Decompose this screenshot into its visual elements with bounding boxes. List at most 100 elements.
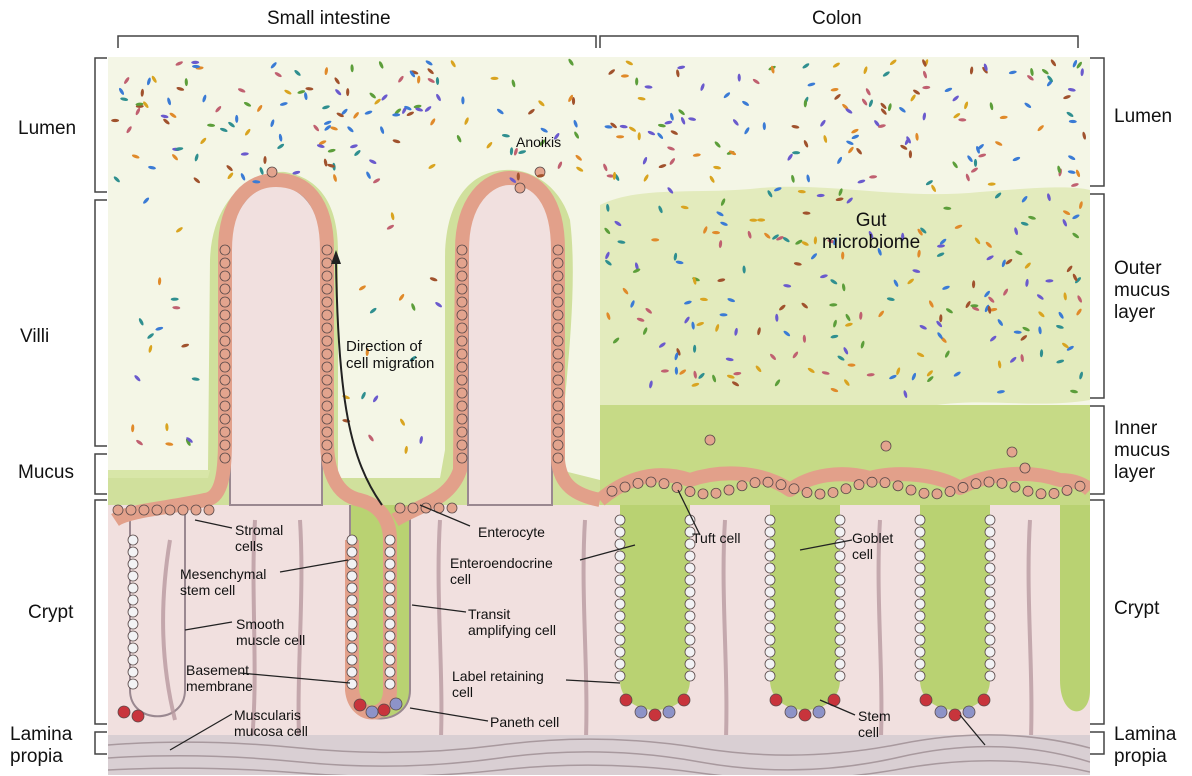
epithelial-cell [553,453,563,463]
epithelial-cell [322,388,332,398]
epithelial-cell [178,505,188,515]
epithelial-cell [322,271,332,281]
epithelial-cell [128,535,138,545]
epithelial-cell [985,587,995,597]
epithelial-cell [128,631,138,641]
epithelial-cell [457,245,467,255]
epithelial-cell [906,485,916,495]
epithelial-cell [322,336,332,346]
epithelial-cell [220,297,230,307]
epithelial-cell [347,619,357,629]
villus-2 [468,182,552,505]
epithelial-cell [347,631,357,641]
epithelial-cell [765,587,775,597]
epithelial-cell [385,583,395,593]
epithelial-cell [789,484,799,494]
epithelial-cell [457,323,467,333]
epithelial-cell [828,487,838,497]
epithelial-cell [220,323,230,333]
bacterium [792,151,800,154]
bacterium [970,304,978,307]
epithelial-cell [322,284,332,294]
epithelial-cell [128,571,138,581]
epithelial-cell [854,480,864,490]
epithelial-cell [553,310,563,320]
epithelial-cell [457,297,467,307]
epithelial-cell [945,487,955,497]
epithelial-cell [220,245,230,255]
epithelial-cell [347,607,357,617]
epithelial-cell [322,349,332,359]
epithelial-cell [1020,463,1030,473]
epithelial-cell [152,505,162,515]
epithelial-cell [515,183,525,193]
epithelial-cell [920,694,932,706]
epithelial-cell [984,477,994,487]
epithelial-cell [322,310,332,320]
epithelial-cell [385,631,395,641]
paneth-label: Paneth cell [490,714,559,730]
epithelial-cell [347,571,357,581]
epithelial-cell [765,575,775,585]
left-brackets [95,58,107,754]
epithelial-cell [385,619,395,629]
stem-cell-label: Stem cell [858,708,891,740]
epithelial-cell [785,706,797,718]
epithelial-cell [126,505,136,515]
epithelial-cell [347,547,357,557]
epithelial-cell [322,297,332,307]
epithelial-cell [553,362,563,372]
epithelial-cell [322,414,332,424]
epithelial-cell [385,559,395,569]
goblet-cell-label: Goblet cell [852,530,893,562]
epithelial-cell [915,527,925,537]
epithelial-cell [553,336,563,346]
epithelial-cell [646,477,656,487]
epithelial-cell [128,583,138,593]
epithelial-cell [1075,481,1085,491]
epithelial-cell [615,575,625,585]
epithelial-cell [698,489,708,499]
epithelial-cell [835,635,845,645]
epithelial-cell [705,435,715,445]
epithelial-cell [737,481,747,491]
epithelial-cell [447,503,457,513]
epithelial-cell [385,535,395,545]
epithelial-cell [457,258,467,268]
epithelial-cell [220,362,230,372]
epithelial-cell [1023,486,1033,496]
epithelial-cell [935,706,947,718]
epithelial-cell [672,482,682,492]
epithelial-cell [128,607,138,617]
epithelial-cell [457,284,467,294]
epithelial-cell [915,551,925,561]
muscularis-label: Muscularis mucosa cell [234,707,308,739]
epithelial-cell [985,659,995,669]
epithelial-cell [685,611,695,621]
epithelial-cell [685,551,695,561]
epithelial-cell [915,587,925,597]
epithelial-cell [1007,447,1017,457]
epithelial-cell [615,659,625,669]
epithelial-cell [985,611,995,621]
epithelial-cell [615,611,625,621]
epithelial-cell [220,258,230,268]
epithelial-cell [678,694,690,706]
epithelial-cell [191,505,201,515]
bacterium [491,77,499,80]
epithelial-cell [685,599,695,609]
epithelial-cell [385,607,395,617]
epithelial-cell [615,671,625,681]
right-crypt-label: Crypt [1114,598,1159,620]
epithelial-cell [615,635,625,645]
epithelial-cell [267,167,277,177]
epithelial-cell [615,527,625,537]
epithelial-cell [724,485,734,495]
epithelial-cell [1062,485,1072,495]
epithelial-cell [128,679,138,689]
epithelial-cell [949,709,961,721]
epithelial-cell [615,587,625,597]
epithelial-cell [322,401,332,411]
epithelial-cell [457,336,467,346]
epithelial-cell [615,623,625,633]
